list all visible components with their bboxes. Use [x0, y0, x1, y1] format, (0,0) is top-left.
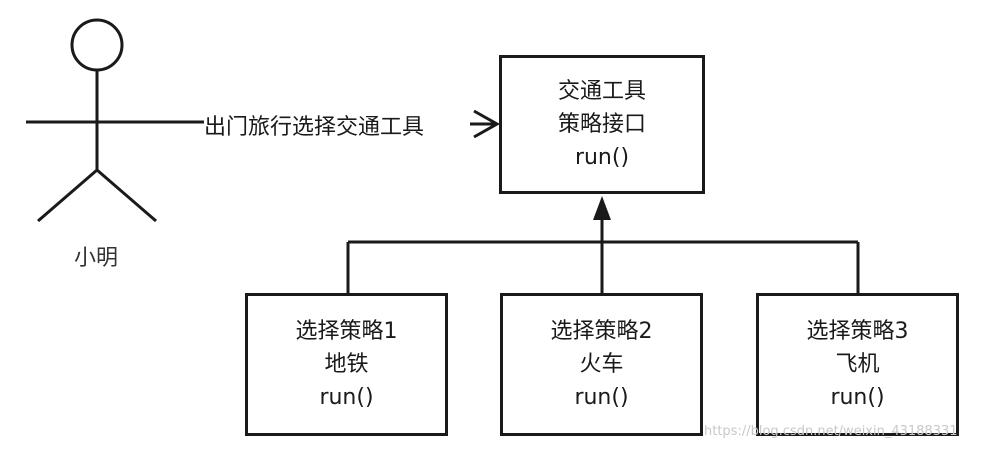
strategy-1-title: 选择策略1 — [295, 319, 398, 344]
actor-head — [70, 18, 124, 72]
strategy-box-3: 选择策略3 飞机 run() — [756, 293, 959, 436]
strategy-2-method: run() — [574, 385, 629, 410]
strategy-3-name: 飞机 — [835, 352, 880, 377]
actor-right-leg — [96, 168, 157, 223]
relation-label: 出门旅行选择交通工具 — [204, 109, 425, 141]
inheritance-arrowhead — [593, 196, 611, 220]
interface-subtitle: 策略接口 — [557, 112, 646, 137]
interface-method: run() — [574, 145, 630, 170]
strategy-3-title: 选择策略3 — [806, 319, 909, 344]
interface-box: 交通工具 策略接口 run() — [499, 55, 705, 194]
strategy-box-2: 选择策略2 火车 run() — [500, 293, 703, 436]
actor-left-leg — [37, 168, 98, 223]
strategy-2-title: 选择策略2 — [550, 319, 653, 344]
association-arrow — [168, 109, 501, 139]
inheritance-lines — [346, 218, 860, 294]
strategy-1-method: run() — [319, 385, 374, 410]
strategy-2-name: 火车 — [579, 352, 624, 377]
strategy-3-method: run() — [830, 385, 885, 410]
actor-name: 小明 — [74, 246, 119, 271]
open-arrowhead — [473, 109, 501, 139]
actor-figure — [26, 18, 168, 223]
strategy-1-name: 地铁 — [324, 352, 369, 377]
strategy-box-1: 选择策略1 地铁 run() — [245, 293, 448, 436]
interface-title: 交通工具 — [557, 79, 646, 104]
watermark: https://blog.csdn.net/weixin_43188331 — [704, 424, 958, 439]
